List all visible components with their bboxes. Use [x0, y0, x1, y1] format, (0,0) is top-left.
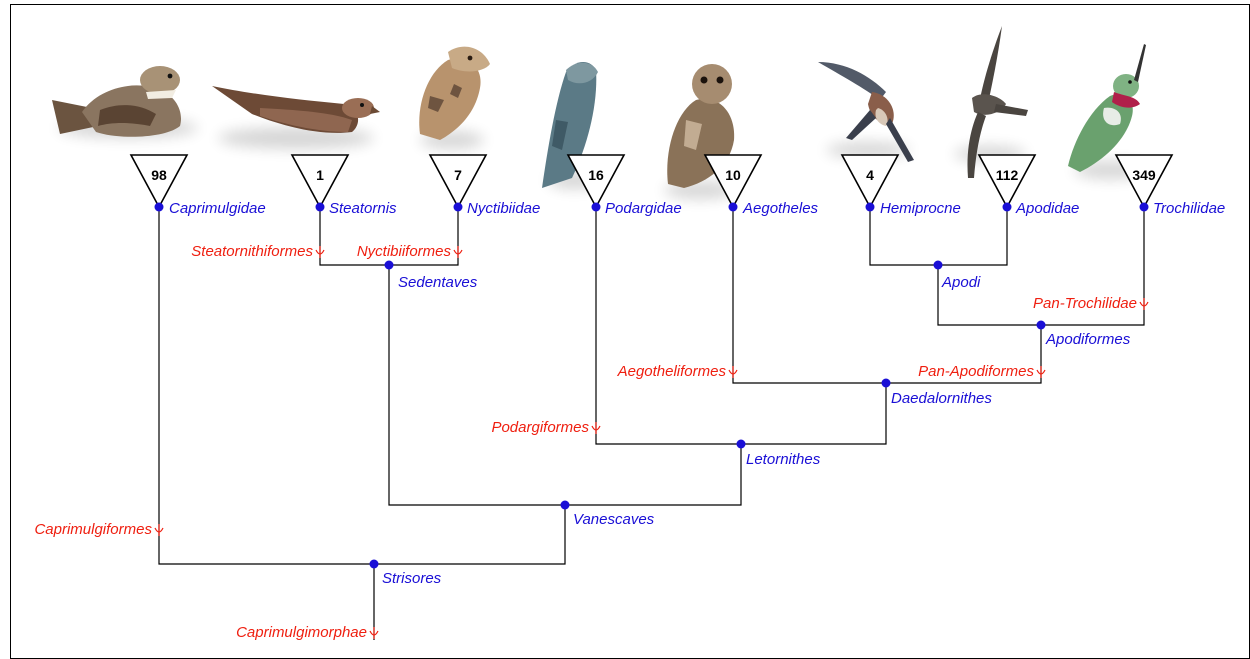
tip-label-apodidae: Apodidae	[1015, 200, 1079, 217]
species-count: 112	[996, 167, 1019, 183]
node-apodidae	[1003, 203, 1012, 212]
edge-letornithes	[596, 207, 886, 444]
pan-clade-labels: Steatornithiformes Nyctibiiformes Pan-Tr…	[34, 243, 1137, 641]
species-count: 16	[588, 167, 604, 183]
node-letornithes	[737, 440, 746, 449]
edge-vanescaves	[389, 265, 741, 505]
tip-label-podargidae: Podargidae	[605, 200, 682, 217]
pan-clade-arrows	[155, 246, 1148, 639]
pan-label-podargiformes: Podargiformes	[491, 419, 589, 436]
tip-label-steatornis: Steatornis	[329, 200, 397, 217]
node-sedentaves	[385, 261, 394, 270]
clade-label-apodiformes: Apodiformes	[1045, 331, 1131, 348]
tip-label-nyctibiidae: Nyctibiidae	[467, 200, 540, 217]
species-count: 349	[1132, 167, 1156, 183]
tip-labels: Caprimulgidae Steatornis Nyctibiidae Pod…	[169, 200, 1225, 217]
node-strisores	[370, 560, 379, 569]
node-steatornis	[316, 203, 325, 212]
pan-label-pan-trochilidae: Pan-Trochilidae	[1033, 295, 1137, 312]
pan-label-caprimulgimorphae: Caprimulgimorphae	[236, 624, 367, 641]
arrow-icon	[729, 366, 737, 378]
node-hemiprocne	[866, 203, 875, 212]
arrow-icon	[592, 422, 600, 434]
arrow-icon	[1037, 366, 1045, 378]
arrow-icon	[316, 246, 324, 258]
pan-label-caprimulgiformes: Caprimulgiformes	[34, 521, 152, 538]
arrow-icon	[1140, 298, 1148, 310]
node-vanescaves	[561, 501, 570, 510]
pan-label-aegotheliformes: Aegotheliformes	[617, 363, 727, 380]
clade-label-strisores: Strisores	[382, 570, 442, 587]
tree-edges	[159, 207, 1144, 640]
clade-label-sedentaves: Sedentaves	[398, 274, 478, 291]
bird-photo-steatornis	[212, 86, 380, 149]
edge-daedalornithes	[733, 207, 1041, 383]
edge-strisores	[159, 207, 565, 564]
species-count: 1	[316, 167, 324, 183]
node-daedalornithes	[882, 379, 891, 388]
species-count: 10	[725, 167, 741, 183]
node-nyctibiidae	[454, 203, 463, 212]
species-count: 98	[151, 167, 167, 183]
tip-label-trochilidae: Trochilidae	[1153, 200, 1225, 217]
tip-label-hemiprocne: Hemiprocne	[880, 200, 961, 217]
pan-label-nyctibiiformes: Nyctibiiformes	[357, 243, 452, 260]
node-aegotheles	[729, 203, 738, 212]
tip-label-caprimulgidae: Caprimulgidae	[169, 200, 266, 217]
node-apodi	[934, 261, 943, 270]
clade-label-apodi: Apodi	[941, 274, 981, 291]
arrow-icon	[454, 246, 462, 258]
node-trochilidae	[1140, 203, 1149, 212]
pan-label-pan-apodiformes: Pan-Apodiformes	[918, 363, 1034, 380]
clade-label-vanescaves: Vanescaves	[573, 511, 655, 528]
tip-label-aegotheles: Aegotheles	[742, 200, 819, 217]
node-podargidae	[592, 203, 601, 212]
clade-label-letornithes: Letornithes	[746, 451, 821, 468]
arrow-icon	[370, 627, 378, 639]
bird-photo-caprimulgidae	[52, 66, 198, 138]
node-apodiformes	[1037, 321, 1046, 330]
bird-photo-nyctibiidae	[419, 47, 490, 149]
clade-label-daedalornithes: Daedalornithes	[891, 390, 992, 407]
species-count: 4	[866, 167, 874, 183]
bird-photo-hemiprocne	[818, 62, 914, 162]
pan-label-steatornithiformes: Steatornithiformes	[191, 243, 313, 260]
species-count: 7	[454, 167, 462, 183]
node-caprimulgidae	[155, 203, 164, 212]
arrow-icon	[155, 524, 163, 536]
